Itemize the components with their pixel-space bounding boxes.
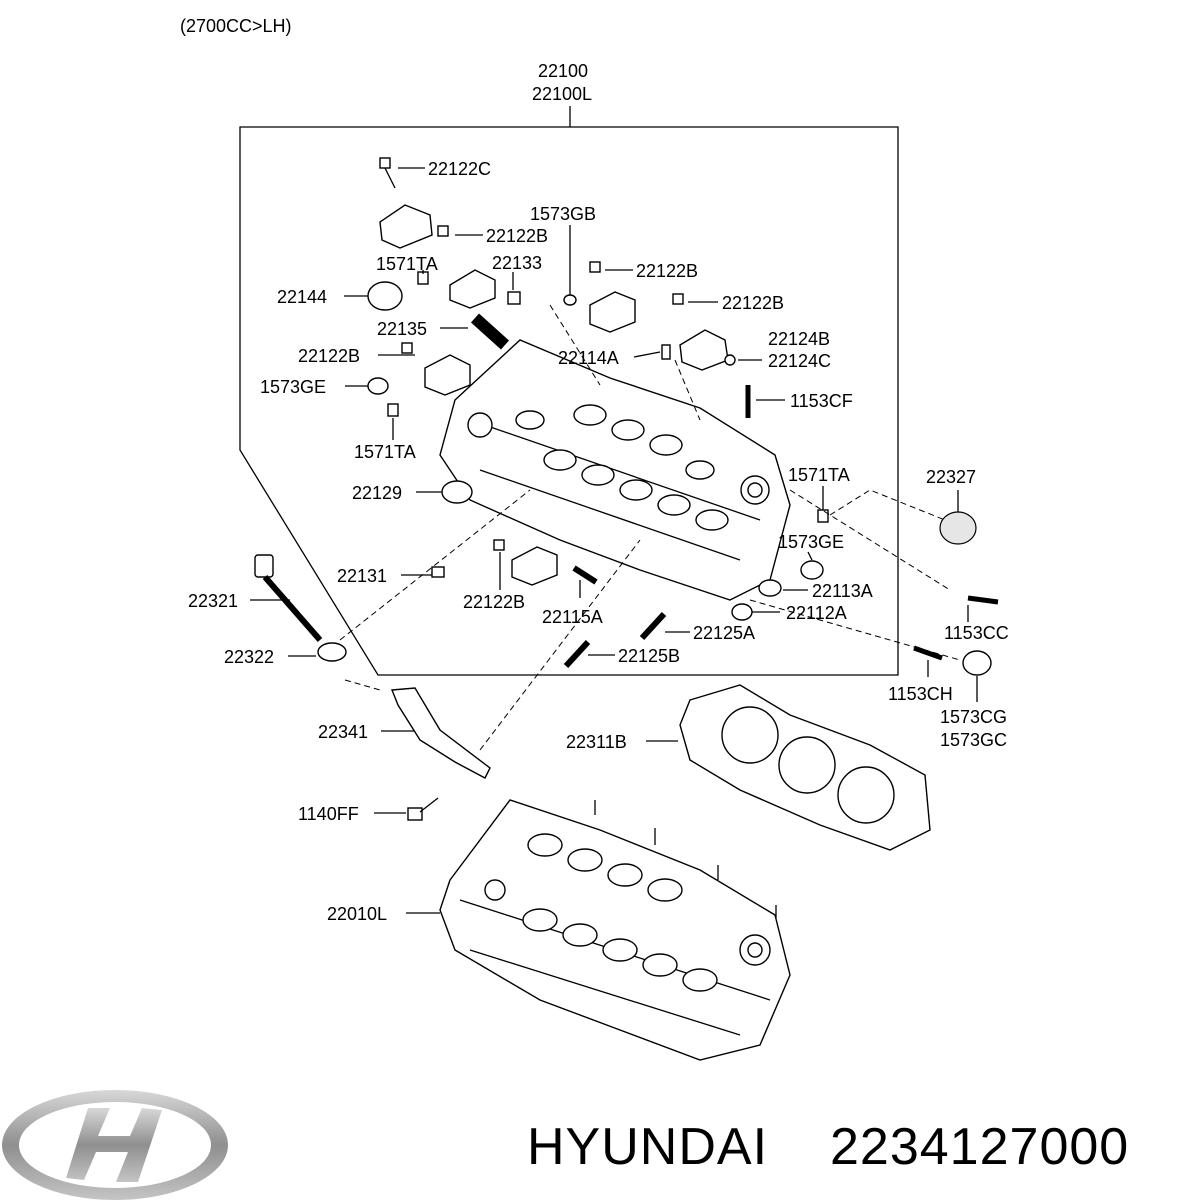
callout-1153ch: 1153CH <box>888 684 953 704</box>
callout-1153cc: 1153CC <box>944 623 1009 643</box>
guide-line <box>479 539 641 751</box>
guide-line <box>749 599 961 661</box>
lifting-bracket <box>390 687 491 779</box>
dowel-1571ta-icon <box>817 509 829 523</box>
dowel-22115a-icon <box>572 565 598 585</box>
callout-22129: 22129 <box>352 483 402 503</box>
bolt-22122b-icon <box>437 225 449 237</box>
variant-label: (2700CC>LH) <box>180 16 292 36</box>
callout-1153cf: 1153CF <box>790 391 853 411</box>
dowel-1571ta-icon <box>387 403 399 417</box>
washer-22124c-icon <box>724 354 736 366</box>
guide-line <box>549 304 601 386</box>
stud-22125a-icon <box>639 611 667 641</box>
callout-1571ta: 1571TA <box>354 442 416 462</box>
callout-22122b: 22122B <box>486 226 548 246</box>
bolt-1140ff-icon <box>407 797 439 821</box>
pin-22133-icon <box>507 291 521 305</box>
seal-22113a-icon <box>758 579 782 597</box>
callout-22135: 22135 <box>377 319 427 339</box>
cam-cap-icon <box>424 354 471 396</box>
head-gasket <box>679 684 931 851</box>
cylinder-head-lower <box>439 799 791 1061</box>
callout-22122b: 22122B <box>298 346 360 366</box>
head-bolt-icon <box>254 554 323 642</box>
bolt-22122b-icon <box>401 342 413 354</box>
plug-icon <box>939 511 977 545</box>
seal-1573ge-icon <box>800 560 824 580</box>
callout-22122b: 22122B <box>463 592 525 612</box>
guide-line <box>674 359 701 421</box>
cap-22129-icon <box>441 480 473 504</box>
callout-1573cg: 1573CG <box>940 707 1007 727</box>
callout-22122b: 22122B <box>722 293 784 313</box>
callout-1571ta: 1571TA <box>788 465 850 485</box>
callout-22115a: 22115A <box>542 607 603 627</box>
cam-cap-icon <box>379 204 433 249</box>
washer-icon <box>317 642 347 662</box>
callout-22125a: 22125A <box>693 623 755 643</box>
callout-22010l: 22010L <box>327 904 387 924</box>
bolt-22122b-icon <box>589 261 601 273</box>
oil-seal-icon <box>367 281 403 311</box>
callout-22114a: 22114A <box>558 348 619 368</box>
plug-1573gb-icon <box>563 294 577 306</box>
seal-22112a-icon <box>731 603 753 621</box>
cam-cap-icon <box>449 269 496 309</box>
callout-22124b: 22124B <box>768 329 830 349</box>
cam-cap-icon <box>589 291 636 333</box>
hyundai-logo-icon <box>2 1090 228 1200</box>
bolt-22122b-icon <box>493 539 505 551</box>
callout-1571ta: 1571TA <box>376 254 438 274</box>
callout-22322: 22322 <box>224 647 274 667</box>
callout-1573gb: 1573GB <box>530 204 596 224</box>
callout-22144: 22144 <box>277 287 327 307</box>
cam-cap-icon <box>679 329 729 371</box>
callout-22321: 22321 <box>188 591 238 611</box>
callout-1573gc: 1573GC <box>940 730 1007 750</box>
leader-lines <box>250 167 978 914</box>
callout-22122c: 22122C <box>428 159 491 179</box>
callout-22124c: 22124C <box>768 351 831 371</box>
callout-22131: 22131 <box>337 566 387 586</box>
callout-1573ge: 1573GE <box>778 532 844 552</box>
callout-22122b: 22122B <box>636 261 698 281</box>
assembly-frame <box>239 126 899 676</box>
bolt-22131-icon <box>431 566 445 578</box>
guide-line <box>829 489 946 521</box>
callout-22113a: 22113A <box>812 581 873 601</box>
pin-22114a-icon <box>661 344 671 360</box>
guide-line <box>339 489 531 641</box>
plug-1573ge-icon <box>367 377 389 395</box>
stud-1153ch-icon <box>913 645 943 661</box>
stud-1153cc-icon <box>967 595 999 605</box>
callout-22327: 22327 <box>926 467 976 487</box>
callout-22311b: 22311B <box>566 732 627 752</box>
sleeve-22135-icon <box>470 313 510 350</box>
brand-name: HYUNDAI <box>527 1118 768 1176</box>
callout-1140ff: 1140FF <box>298 804 359 824</box>
callout-22133: 22133 <box>492 253 542 273</box>
cylinder-head-upper <box>439 339 791 601</box>
assembly-number-alt: 22100L <box>532 84 592 104</box>
callout-22125b: 22125B <box>618 646 680 666</box>
bolt-22122b-icon <box>672 293 684 305</box>
callout-labels: 22122C 1573GB 22122B 22133 1571TA 22122B… <box>188 159 1009 924</box>
part-number: 2234127000 <box>830 1118 1129 1176</box>
guide-line <box>789 489 951 591</box>
guide-line <box>344 679 381 691</box>
seal-1573cg-icon <box>962 650 992 676</box>
bolt-22122c-icon <box>379 157 391 169</box>
stud-22125b-icon <box>563 639 591 669</box>
cam-cap-icon <box>511 546 558 586</box>
assembly-number: 22100 <box>538 61 588 81</box>
callout-22112a: 22112A <box>786 603 847 623</box>
callout-22341: 22341 <box>318 722 368 742</box>
callout-1573ge: 1573GE <box>260 377 326 397</box>
